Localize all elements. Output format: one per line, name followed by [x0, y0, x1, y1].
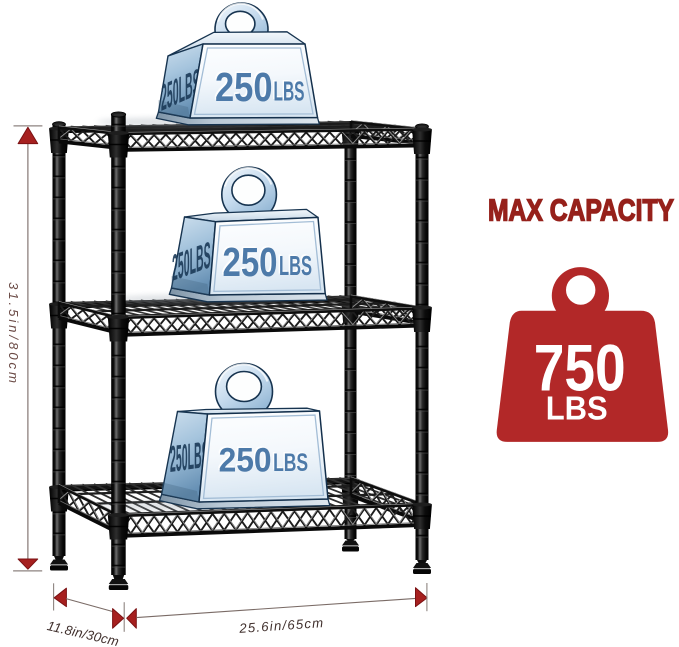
svg-text:LBS: LBS [273, 449, 308, 477]
svg-text:250: 250 [215, 64, 273, 110]
svg-text:LBS: LBS [272, 448, 307, 476]
svg-text:31.5in/80cm: 31.5in/80cm [6, 282, 21, 383]
svg-text:250: 250 [223, 239, 278, 285]
svg-text:750: 750 [534, 331, 626, 405]
svg-text:250: 250 [217, 440, 270, 478]
svg-text:LBS: LBS [279, 250, 312, 281]
svg-text:25.6in/65cm: 25.6in/65cm [238, 615, 324, 636]
svg-text:LBS: LBS [274, 76, 305, 107]
svg-text:250: 250 [221, 238, 276, 284]
svg-text:250: 250 [219, 442, 272, 480]
svg-text:LBS: LBS [278, 249, 311, 280]
svg-text:LBS: LBS [546, 389, 608, 426]
svg-text:11.8in/30cm: 11.8in/30cm [46, 618, 121, 647]
svg-text:MAX CAPACITY: MAX CAPACITY [488, 193, 674, 228]
svg-text:250: 250 [214, 63, 272, 109]
svg-text:LBS: LBS [272, 74, 303, 105]
